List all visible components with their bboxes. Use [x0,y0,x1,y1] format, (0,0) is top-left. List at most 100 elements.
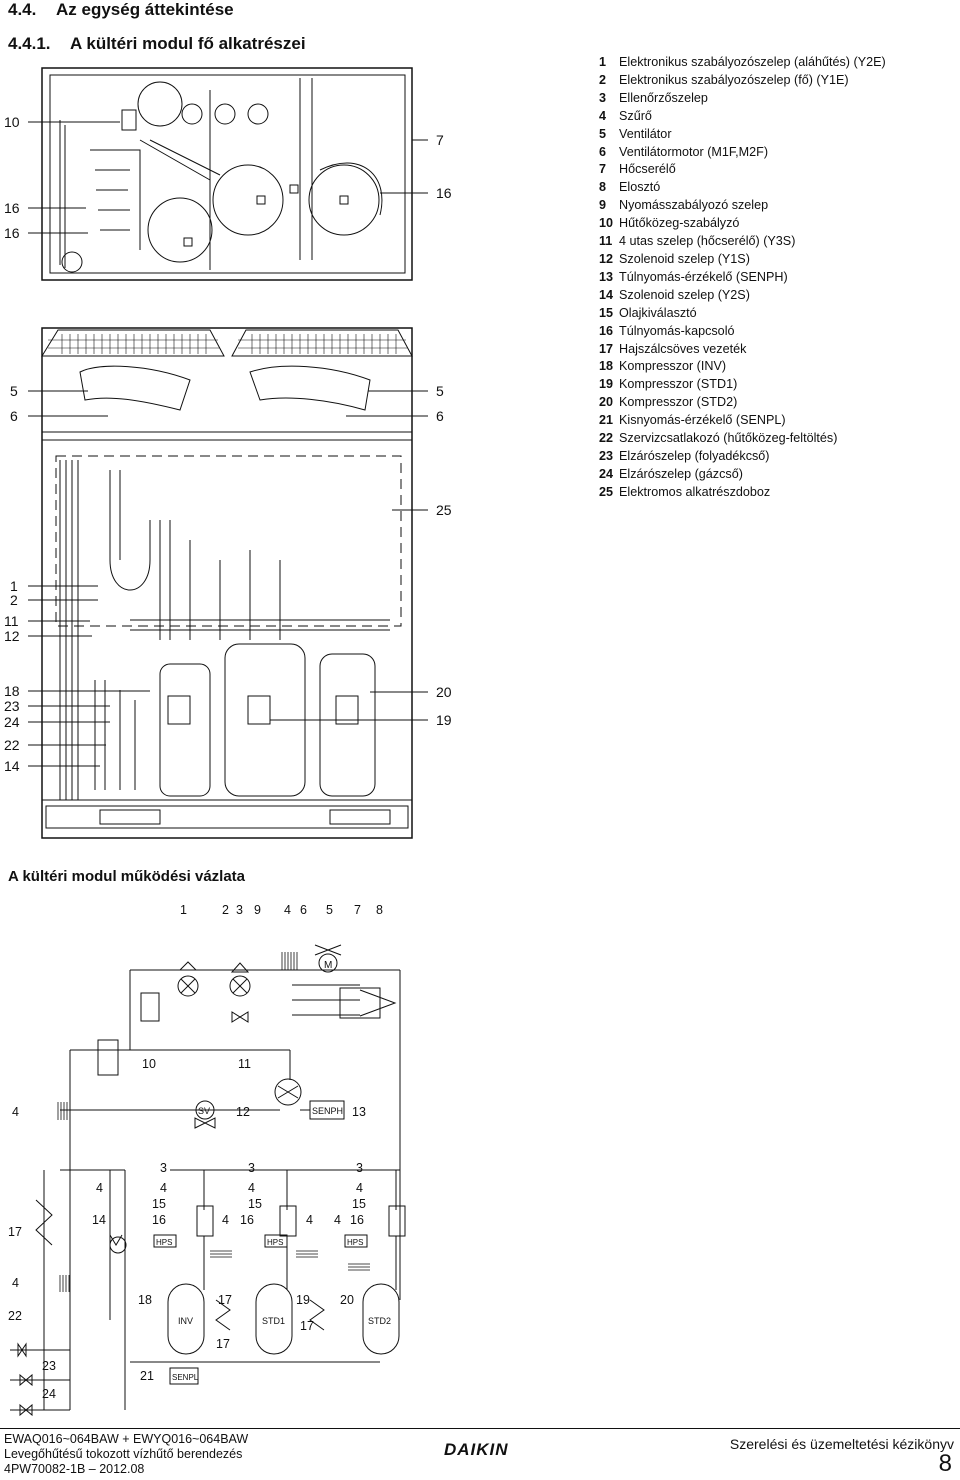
footer-model: EWAQ016~064BAW + EWYQ016~064BAW [4,1432,249,1446]
part-number: 8 [599,180,607,195]
callout-front-box: 25 [436,502,452,518]
callout-top-right-2: 16 [436,185,452,201]
page-number: 8 [938,1450,952,1477]
schem-22: 22 [8,1309,22,1323]
callout-front-lm-3: 11 [4,613,19,629]
part-label: Elektronikus szabályozószelep (aláhűtés)… [619,55,886,69]
schematic-std1 [255,1283,293,1355]
parts-list-item: 15 Olajkiválasztó [599,305,886,323]
schematic-std2 [362,1283,400,1355]
part-number: 17 [599,341,614,356]
front-view-frame [41,327,413,839]
schem-12: 12 [236,1105,250,1119]
schem-15a: 15 [152,1197,166,1211]
schem-std2: STD2 [368,1316,391,1326]
schem-23: 23 [42,1359,56,1373]
part-label: Hőcserélő [619,162,676,177]
callout-top-left-3: 16 [4,225,20,241]
callout-front-lu-2: 6 [10,408,18,424]
schem-17a: 17 [8,1225,22,1239]
callout-top-left-2: 16 [4,200,20,216]
parts-list-item: 6 Ventilátormotor (M1F,M2F) [599,144,886,162]
footer-product: Levegőhűtésű tokozott vízhűtő berendezés [4,1447,243,1461]
schem-21: 21 [140,1369,154,1383]
part-number: 25 [599,484,614,499]
parts-list-item: 1 Elektronikus szabályozószelep (aláhűtés… [599,54,886,72]
part-label: Szolenoid szelep (Y1S) [619,251,750,266]
schem-20: 20 [340,1293,354,1307]
part-number: 21 [599,413,614,428]
callout-front-lm-4: 12 [4,628,20,644]
schem-top-3: 3 [236,903,243,917]
parts-list-item: 20 Kompresszor (STD2) [599,394,886,412]
callout-front-rl-1: 20 [436,684,452,700]
part-number: 13 [599,269,614,284]
schem-senpl: SENPL [172,1373,199,1382]
schem-top-1: 1 [180,903,187,917]
schem-11: 11 [238,1057,251,1071]
schematic-title: A kültéri modul működési vázlata [8,868,246,885]
part-label: Kompresszor (STD1) [619,377,738,392]
schem-top-2: 2 [222,903,229,917]
part-number: 23 [599,448,614,463]
part-label: Túlnyomás-érzékelő (SENPH) [619,269,788,284]
schem-24: 24 [42,1387,56,1401]
part-number: 24 [599,466,614,481]
schem-17c: 17 [300,1319,314,1333]
part-number: 14 [599,287,614,302]
part-label: Kompresszor (STD2) [619,395,738,410]
schem-std1: STD1 [262,1316,285,1326]
parts-list-item: 19 Kompresszor (STD1) [599,376,886,394]
footer-rule [0,1428,960,1429]
schem-top-4: 4 [284,903,291,917]
schem-hps-c: HPS [347,1238,363,1247]
part-number: 20 [599,395,614,410]
part-label: Szűrő [619,108,652,123]
part-label: Elosztó [619,180,661,195]
part-number: 1 [599,55,607,69]
schem-19: 19 [296,1293,310,1307]
part-label: Olajkiválasztó [619,305,697,320]
part-number: 5 [599,126,607,141]
subsection-title: A kültéri modul fő alkatrészei [70,34,306,53]
schematic-inv [167,1283,205,1355]
parts-list-item: 11 4 utas szelep (hőcserélő) (Y3S) [599,233,886,251]
part-label: Elzárószelep (gázcső) [619,466,743,481]
schem-10: 10 [142,1057,156,1071]
part-label: Kompresszor (INV) [619,359,727,374]
schem-top-6: 6 [300,903,307,917]
subsection-heading: 4.4.1.A kültéri modul fő alkatrészei [8,34,306,54]
part-label: Elektromos alkatrészdoboz [619,484,771,499]
part-number: 18 [599,359,614,374]
schem-16b: 16 [240,1213,254,1227]
part-number: 11 [599,234,613,249]
schem-hps-b: HPS [267,1238,283,1247]
part-number: 6 [599,144,607,159]
part-number: 19 [599,377,614,392]
refrigerant-schematic [10,944,406,1417]
callout-top-right-1: 7 [436,132,444,148]
schem-13: 13 [352,1105,366,1119]
part-label: Elzárószelep (folyadékcső) [619,448,770,463]
schem-top-9: 9 [254,903,261,917]
part-number: 15 [599,305,614,320]
schem-15c: 15 [352,1197,366,1211]
section-heading: 4.4.Az egység áttekintése [8,0,234,20]
parts-list-item: 25 Elektromos alkatrészdoboz [599,484,886,502]
schem-top-8: 8 [376,903,383,917]
part-number: 16 [599,323,614,338]
schem-4h: 4 [334,1213,341,1227]
part-label: 4 utas szelep (hőcserélő) (Y3S) [619,234,796,249]
top-view-frame [41,67,413,281]
part-number: 9 [599,198,607,213]
schem-4a: 4 [12,1105,19,1119]
part-label: Ventilátormotor (M1F,M2F) [619,144,769,159]
callout-front-lm-2: 2 [10,592,18,608]
parts-list-item: 13 Túlnyomás-érzékelő (SENPH) [599,269,886,287]
